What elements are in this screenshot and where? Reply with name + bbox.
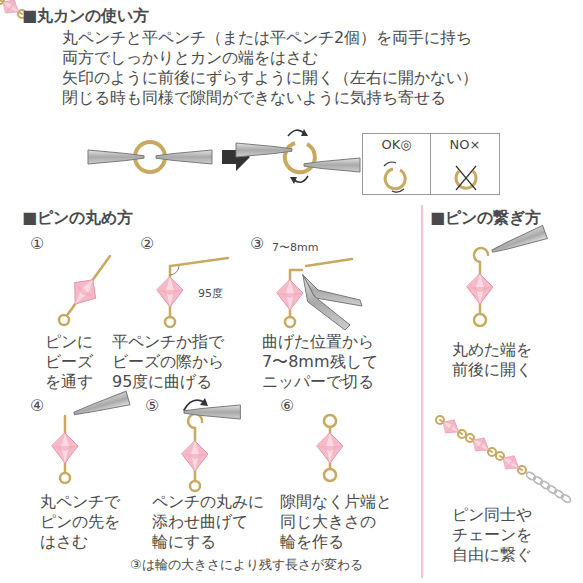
- step-number: ⑤: [145, 396, 159, 416]
- step-text: 丸めた端を 前後に開く: [452, 340, 543, 380]
- chain-link: [539, 480, 551, 490]
- step-number: ⑥: [280, 396, 294, 416]
- step-number: ②: [140, 234, 154, 254]
- step-text: 平ペンチか指で ビーズの際から 95度に曲げる: [112, 332, 235, 392]
- instruction-text: 丸ペンチと平ペンチ（または平ペンチ2個）を両手に持ち: [62, 28, 472, 48]
- section-heading: ■丸カンの使い方: [22, 6, 149, 26]
- instruction-text: 両方でしっかりとカンの端をはさむ: [62, 48, 318, 68]
- step-text: 曲げた位置から 7〜8mm残して ニッパーで切る: [262, 332, 385, 392]
- chain-link: [560, 493, 572, 503]
- step-text: ペンチの丸みに 添わせ曲げて 輪にする: [152, 492, 275, 552]
- section-heading: ■ピンの丸め方: [22, 208, 133, 228]
- pin-steps: [0, 0, 572, 504]
- box-label: NO×: [431, 134, 499, 153]
- instruction-text: 矢印のように前後にずらすように開く（左右に開かない）: [62, 68, 478, 88]
- angle-label: 95度: [198, 286, 223, 301]
- chain-link: [553, 489, 565, 499]
- footnote: ③は輪の大きさにより残す長さが変わる: [130, 556, 363, 573]
- step-number: ①: [30, 234, 44, 254]
- step-number: ③: [250, 234, 264, 254]
- ng-box: NO×: [430, 133, 500, 195]
- divider: [421, 205, 423, 578]
- section-heading: ■ピンの繋ぎ方: [430, 208, 541, 228]
- box-label: OK◎: [363, 134, 430, 153]
- step-text: ピンに ビーズ を通す: [45, 332, 104, 392]
- jump-ring-illustration: [88, 129, 360, 184]
- step-number: ④: [30, 396, 44, 416]
- step-text: ピン同士や チェーンを 自由に繋ぐ: [452, 505, 543, 565]
- dimension-label: 7〜8mm: [272, 240, 318, 255]
- step-text: 丸ペンチで ピンの先を はさむ: [40, 492, 131, 552]
- step-text: 隙間なく片端と 同じ大きさの 輪を作る: [280, 492, 403, 552]
- chain-link: [525, 471, 537, 481]
- instruction-text: 閉じる時も同様で隙間ができないように気持ち寄せる: [62, 88, 446, 108]
- chain-link: [532, 475, 544, 485]
- chain-link: [546, 484, 558, 494]
- ok-box: OK◎: [362, 133, 431, 195]
